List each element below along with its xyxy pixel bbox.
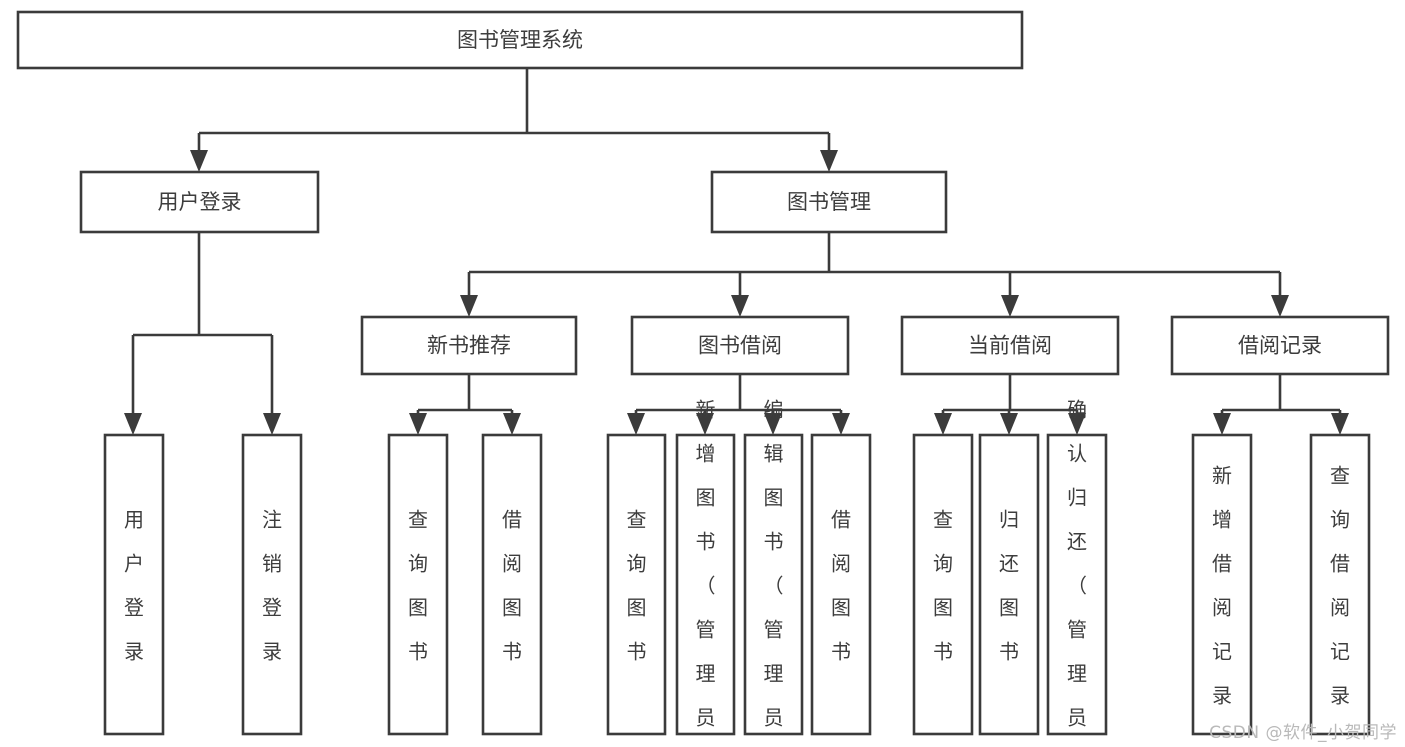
node-box[interactable]	[79, 170, 320, 234]
arrow-head-icon	[832, 413, 850, 435]
node-box[interactable]	[360, 315, 578, 376]
node-label: 确认归还（管理员）	[1067, 397, 1087, 747]
node-box[interactable]	[912, 433, 974, 736]
node-box[interactable]	[387, 433, 449, 736]
node-box[interactable]	[978, 433, 1040, 736]
node-box[interactable]	[606, 433, 667, 736]
node-label: 用户登录	[124, 507, 144, 663]
node-box[interactable]	[810, 433, 872, 736]
arrow-head-icon	[696, 413, 714, 435]
node-label: 图书管理	[787, 190, 871, 214]
node-label: 查询图书	[627, 507, 647, 663]
node-leaf-add-book[interactable]: 新增图书（管理员）	[675, 397, 736, 747]
node-label: 新书推荐	[427, 334, 511, 358]
csdn-watermark: CSDN @软件_小贺同学	[1209, 723, 1397, 743]
arrow-head-icon	[124, 413, 142, 435]
arrow-head-icon	[820, 150, 838, 172]
node-user-login[interactable]: 用户登录	[79, 170, 320, 234]
arrow-head-icon	[627, 413, 645, 435]
arrow-head-icon	[731, 295, 749, 317]
node-label: 借阅记录	[1238, 334, 1322, 358]
node-leaf-query-book-cur[interactable]: 查询图书	[912, 433, 974, 736]
node-box[interactable]	[16, 10, 1024, 70]
node-label: 借阅图书	[502, 507, 522, 663]
node-box[interactable]	[241, 433, 303, 736]
node-label: 图书管理系统	[457, 28, 583, 52]
node-leaf-query-record[interactable]: 查询借阅记录	[1309, 433, 1371, 736]
arrow-head-icon	[263, 413, 281, 435]
arrow-head-icon	[190, 150, 208, 172]
node-leaf-confirm-return[interactable]: 确认归还（管理员）	[1046, 397, 1108, 747]
arrow-head-icon	[1000, 413, 1018, 435]
node-leaf-query-book[interactable]: 查询图书	[606, 433, 667, 736]
node-box[interactable]	[481, 433, 543, 736]
node-root-图书管理系统[interactable]: 图书管理系统	[16, 10, 1024, 70]
arrow-head-icon	[1213, 413, 1231, 435]
node-box[interactable]	[900, 315, 1120, 376]
node-label: 当前借阅	[968, 334, 1052, 358]
node-box[interactable]	[630, 315, 850, 376]
node-leaf-user-logout[interactable]: 注销登录	[241, 433, 303, 736]
node-label: 借阅图书	[831, 507, 851, 663]
node-current-borrow[interactable]: 当前借阅	[900, 315, 1120, 376]
node-leaf-borrow-book-rec[interactable]: 借阅图书	[481, 433, 543, 736]
node-leaf-add-record[interactable]: 新增借阅记录	[1191, 433, 1253, 736]
node-label: 注销登录	[262, 507, 282, 663]
node-borrow-record[interactable]: 借阅记录	[1170, 315, 1390, 376]
node-book-borrow[interactable]: 图书借阅	[630, 315, 850, 376]
node-layer: 图书管理系统用户登录图书管理新书推荐图书借阅当前借阅借阅记录用户登录注销登录查询…	[16, 10, 1390, 747]
node-box[interactable]	[1046, 433, 1108, 736]
node-box[interactable]	[1170, 315, 1390, 376]
arrow-head-icon	[934, 413, 952, 435]
arrow-head-icon	[1001, 295, 1019, 317]
node-new-book-rec[interactable]: 新书推荐	[360, 315, 578, 376]
node-leaf-return-book[interactable]: 归还图书	[978, 433, 1040, 736]
arrow-head-icon	[460, 295, 478, 317]
node-box[interactable]	[710, 170, 948, 234]
node-label: 新增图书（管理员）	[696, 397, 716, 747]
node-box[interactable]	[1191, 433, 1253, 736]
node-label: 查询图书	[408, 507, 428, 663]
arrow-head-icon	[1068, 413, 1086, 435]
node-book-manage[interactable]: 图书管理	[710, 170, 948, 234]
arrow-head-icon	[409, 413, 427, 435]
node-label: 归还图书	[999, 507, 1019, 663]
arrow-head-icon	[1271, 295, 1289, 317]
node-box[interactable]	[743, 433, 804, 736]
node-label: 查询图书	[933, 507, 953, 663]
node-label: 用户登录	[158, 190, 242, 214]
node-box[interactable]	[103, 433, 165, 736]
node-label: 新增借阅记录	[1212, 463, 1232, 707]
node-leaf-borrow-book[interactable]: 借阅图书	[810, 433, 872, 736]
node-label: 查询借阅记录	[1330, 463, 1350, 707]
node-leaf-edit-book[interactable]: 编辑图书（管理员）	[743, 397, 804, 747]
arrow-head-icon	[764, 413, 782, 435]
arrow-head-icon	[503, 413, 521, 435]
node-leaf-query-book-rec[interactable]: 查询图书	[387, 433, 449, 736]
node-label: 编辑图书（管理员）	[764, 397, 784, 747]
node-box[interactable]	[1309, 433, 1371, 736]
connector-layer	[124, 68, 1349, 435]
arrow-head-icon	[1331, 413, 1349, 435]
node-label: 图书借阅	[698, 334, 782, 358]
node-box[interactable]	[675, 433, 736, 736]
node-leaf-user-login[interactable]: 用户登录	[103, 433, 165, 736]
